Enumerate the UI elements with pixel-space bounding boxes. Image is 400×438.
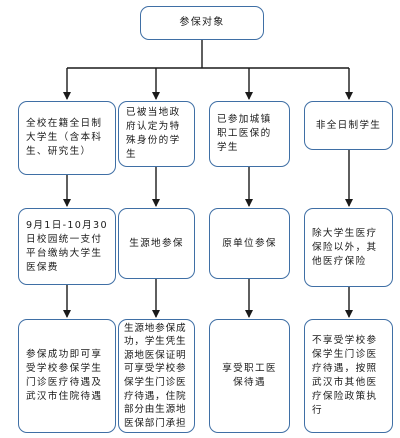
method-node-3: 原单位参保 xyxy=(209,208,290,279)
result-node-1-label: 参保成功即可享受学校参保学生门诊医疗待遇及武汉市住院待遇 xyxy=(26,349,103,402)
category-node-4-label: 非全日制学生 xyxy=(315,119,382,131)
result-node-3-label: 享受职工医保待遇 xyxy=(222,363,277,388)
result-node-3: 享受职工医保待遇 xyxy=(209,319,290,433)
method-node-1-label: 9月1日-10月30日校园统一支付平台缴纳大学生医保费 xyxy=(26,219,108,273)
method-node-4-label: 除大学生医疗保险以外，其他医疗保险 xyxy=(312,227,378,267)
method-node-1: 9月1日-10月30日校园统一支付平台缴纳大学生医保费 xyxy=(18,208,116,285)
result-node-4-label: 不享受学校参保学生门诊医疗待遇，按照武汉市其他医疗保险政策执行 xyxy=(312,335,378,416)
category-node-1-label: 全校在籍全日制大学生（含本科生、研究生） xyxy=(26,118,103,157)
category-node-4: 非全日制学生 xyxy=(304,101,393,150)
method-node-3-label: 原单位参保 xyxy=(222,237,277,249)
root-node: 参保对象 xyxy=(140,6,264,40)
method-node-2: 生源地参保 xyxy=(118,208,195,279)
result-node-4: 不享受学校参保学生门诊医疗待遇，按照武汉市其他医疗保险政策执行 xyxy=(304,319,393,433)
category-node-3: 已参加城镇职工医保的学生 xyxy=(209,101,290,167)
category-node-2: 已被当地政府认定为特殊身份的学生 xyxy=(118,101,195,167)
result-node-2-label: 生源地参保成功，学生凭生源地医保证明可享受学校参保学生门诊医疗待遇，住院部分由生… xyxy=(124,322,187,429)
result-node-1: 参保成功即可享受学校参保学生门诊医疗待遇及武汉市住院待遇 xyxy=(18,319,116,433)
root-node-label: 参保对象 xyxy=(179,17,225,28)
category-node-1: 全校在籍全日制大学生（含本科生、研究生） xyxy=(18,101,116,175)
result-node-2: 生源地参保成功，学生凭生源地医保证明可享受学校参保学生门诊医疗待遇，住院部分由生… xyxy=(118,319,195,433)
category-node-2-label: 已被当地政府认定为特殊身份的学生 xyxy=(126,107,181,160)
category-node-3-label: 已参加城镇职工医保的学生 xyxy=(217,114,272,153)
method-node-2-label: 生源地参保 xyxy=(129,237,184,249)
method-node-4: 除大学生医疗保险以外，其他医疗保险 xyxy=(304,208,393,287)
